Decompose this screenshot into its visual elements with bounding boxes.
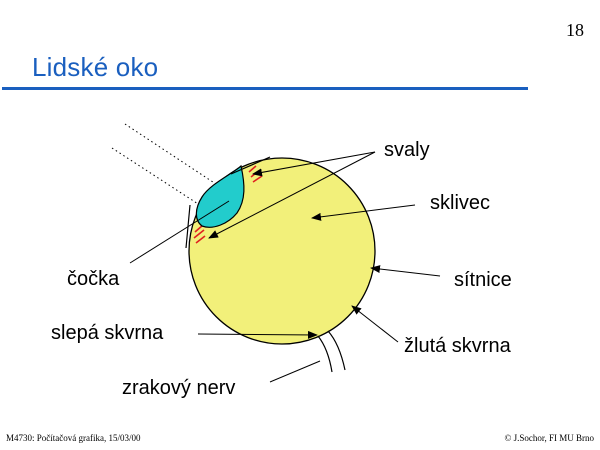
slide-title: Lidské oko	[32, 52, 159, 82]
pointer-lines	[129, 151, 441, 383]
label-svaly: svaly	[384, 139, 430, 161]
cornea-line-upper	[230, 156, 271, 175]
page-number: 18	[566, 20, 584, 40]
footer-copyright: © J.Sochor, FI MU Brno	[504, 433, 594, 443]
label-sklivec: sklivec	[430, 192, 491, 214]
label-zluta-skvrna: žlutá skvrna	[404, 335, 511, 357]
title-underline	[2, 87, 528, 90]
optic-nerve	[317, 330, 346, 373]
label-cocka: čočka	[67, 268, 120, 290]
footer-course: M4730: Počítačová grafika, 15/03/00	[6, 433, 141, 443]
label-slepa-skvrna: slepá skvrna	[51, 322, 164, 344]
lens	[195, 164, 245, 228]
label-zrakovy-nerv: zrakový nerv	[122, 377, 236, 399]
label-sitnice: sítnice	[454, 269, 512, 291]
